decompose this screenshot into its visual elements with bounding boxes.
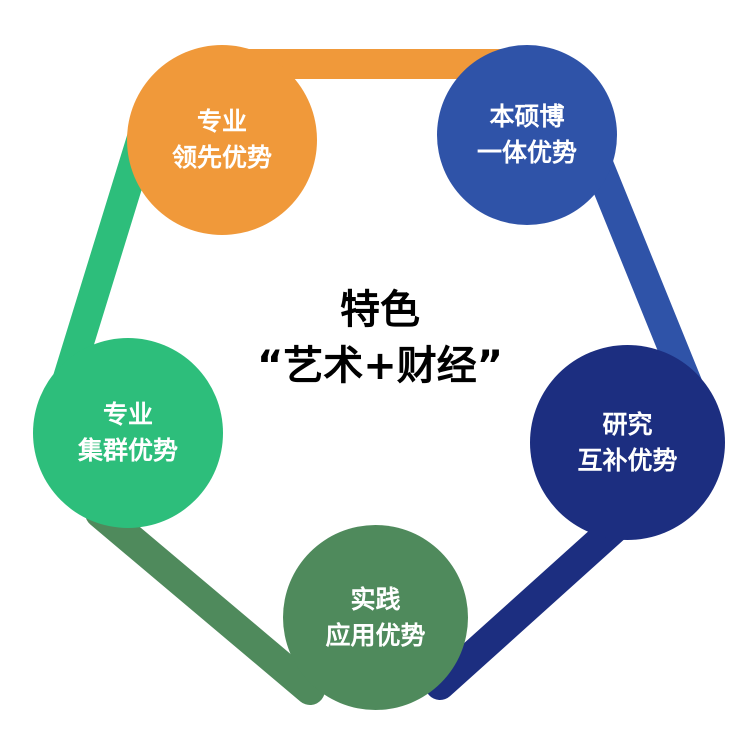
node-2-line2: 一体优势 — [476, 138, 577, 167]
node-1-line1: 专业 — [196, 107, 247, 136]
center-title: 特色 “艺术+财经” — [230, 282, 530, 394]
node-integrated-degrees: 本硕博 一体优势 — [437, 45, 617, 225]
edge-left-lower — [85, 498, 325, 705]
node-2-line1: 本硕博 — [489, 102, 565, 131]
node-4-line2: 应用优势 — [325, 620, 426, 650]
node-3-line2: 互补优势 — [577, 445, 678, 475]
node-3-line1: 研究 — [602, 409, 653, 439]
center-title-line2: “艺术+财经” — [256, 343, 504, 389]
node-5-line2: 集群优势 — [77, 436, 178, 465]
node-research-complementary: 研究 互补优势 — [530, 345, 725, 540]
center-title-line1: 特色 — [340, 287, 420, 333]
node-4-line1: 实践 — [350, 584, 401, 614]
node-professional-cluster: 专业 集群优势 — [33, 338, 223, 528]
node-professional-leading: 专业 领先优势 — [127, 45, 317, 235]
node-1-line2: 领先优势 — [171, 143, 272, 172]
node-practical-application: 实践 应用优势 — [283, 525, 468, 710]
node-5-line1: 专业 — [102, 400, 153, 429]
